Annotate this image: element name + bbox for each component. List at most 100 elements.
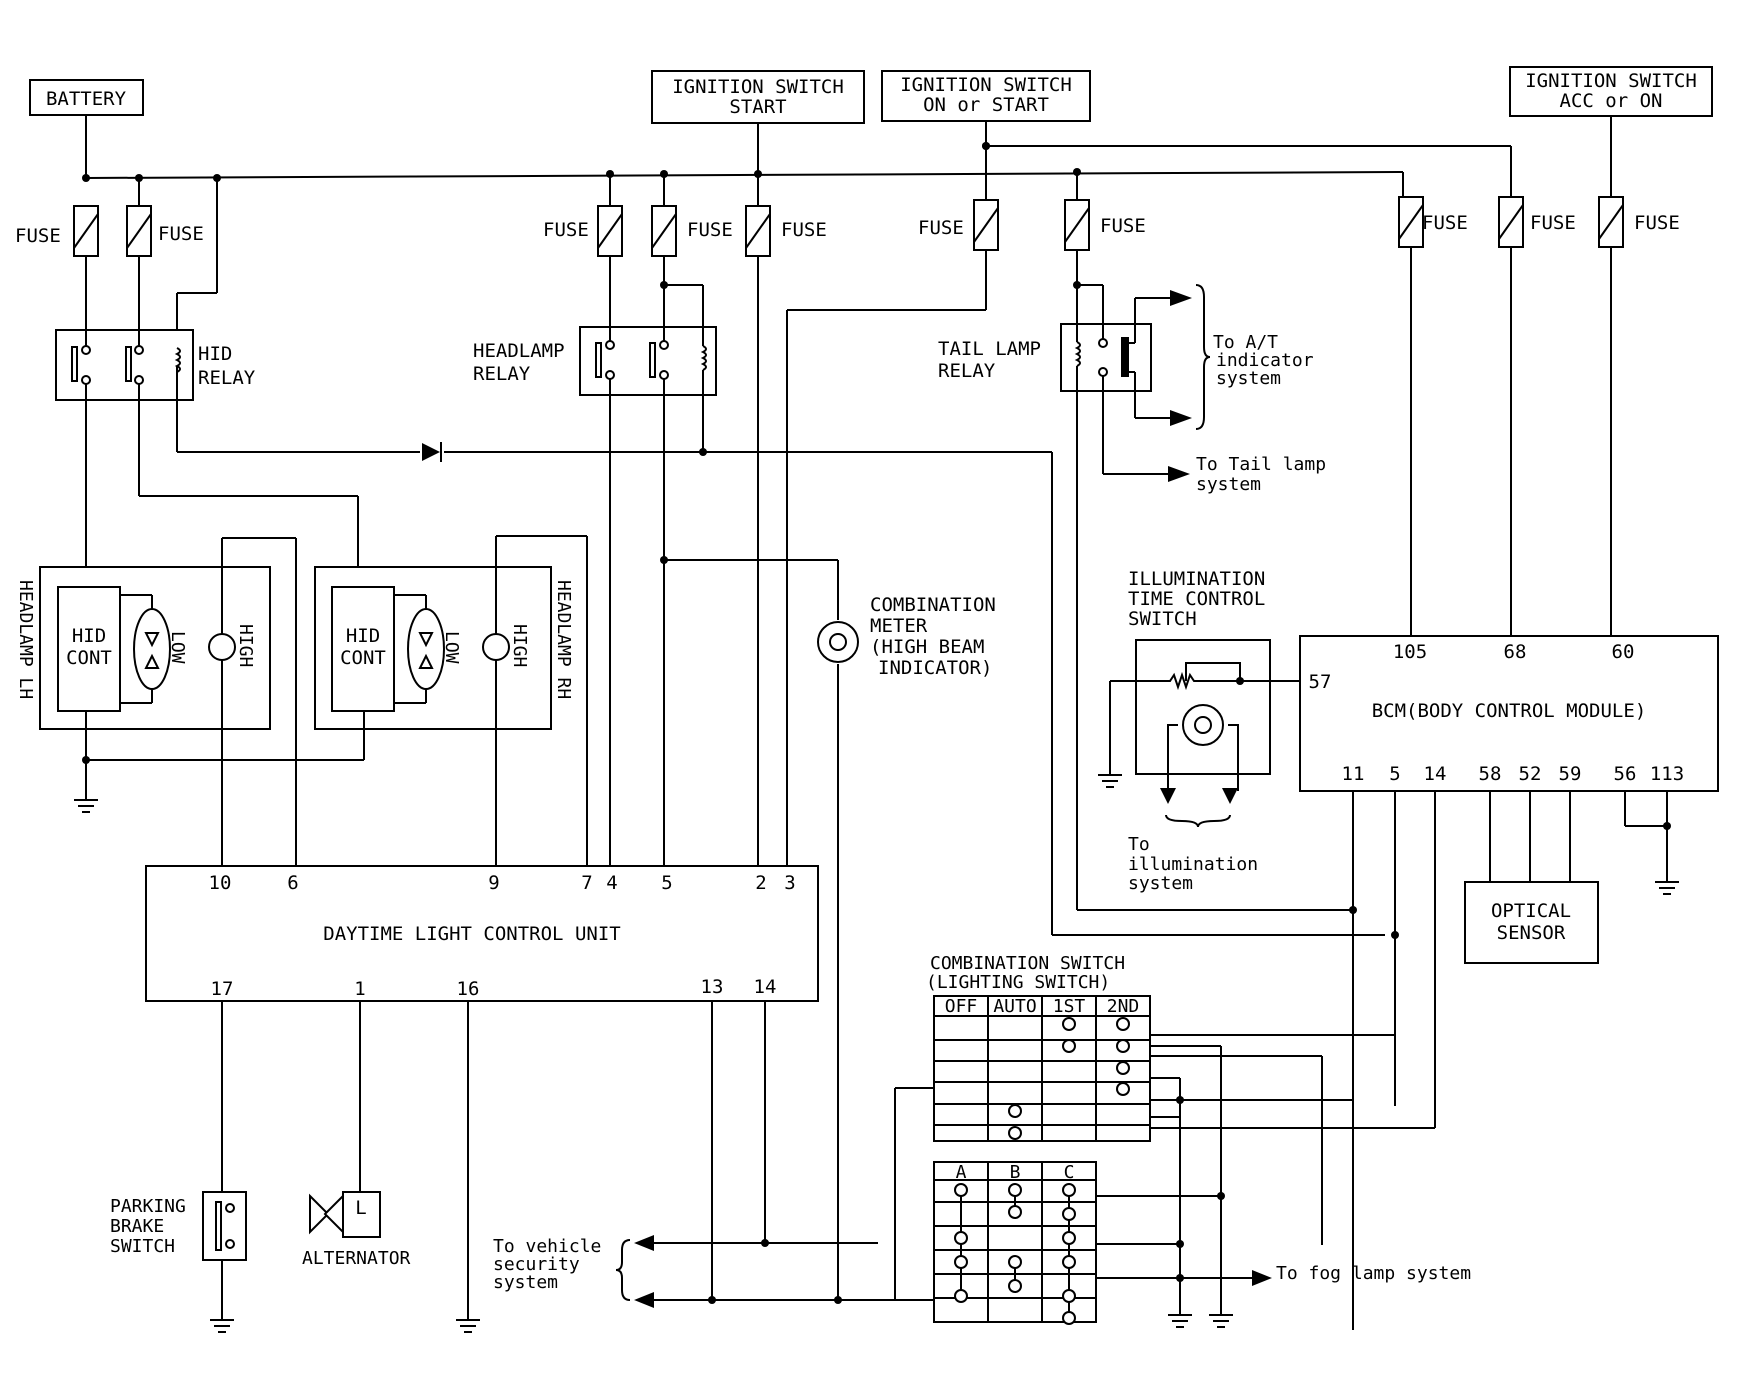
bcm-pin-59: 59 [1559, 763, 1582, 785]
headlamp-relay-label-1: HEADLAMP [473, 340, 565, 362]
battery-source: BATTERY [29, 79, 144, 116]
optical-label-2: SENSOR [1497, 922, 1566, 944]
selector-switch-table: A B C [933, 1161, 1097, 1325]
fuse-7: FUSE [1064, 199, 1146, 251]
ignition-start-label-1: IGNITION SWITCH [672, 76, 844, 98]
note-illum-3: system [1128, 873, 1193, 894]
bcm-pin-5: 5 [1389, 763, 1400, 785]
dlcu-pin-1: 1 [354, 978, 365, 1000]
daytime-light-control-unit: DAYTIME LIGHT CONTROL UNIT 10 6 9 7 4 5 … [145, 865, 819, 1002]
rh-high-label: HIGH [509, 624, 530, 667]
note-at-2: indicator [1216, 350, 1314, 371]
ignition-on-label-1: IGNITION SWITCH [900, 74, 1072, 96]
fuse-label-5: FUSE [781, 219, 827, 241]
combo-col-1st: 1ST [1053, 996, 1086, 1017]
ignition-start-label-2: START [729, 96, 786, 118]
ignition-on-label-2: ON or START [923, 94, 1049, 116]
bcm-pin-105: 105 [1393, 641, 1427, 663]
headlamp-wires [74, 535, 588, 866]
selector-col-b: B [1010, 1162, 1021, 1183]
dlcu-pin-7: 7 [581, 872, 592, 894]
bcm-pin-52: 52 [1519, 763, 1542, 785]
relay-wires [85, 142, 1385, 1300]
fuse-8: FUSE [1398, 196, 1468, 248]
lighting-switch-table: OFF AUTO 1ST 2ND [933, 995, 1151, 1142]
dlcu-pin-16: 16 [457, 978, 480, 1000]
dlcu-pin-5: 5 [661, 872, 672, 894]
bcm-pin-57: 57 [1309, 671, 1332, 693]
fuse-label-9: FUSE [1530, 212, 1576, 234]
illumination-time-control-switch: ILLUMINATION TIME CONTROL SWITCH [1098, 568, 1300, 828]
dlcu-title: DAYTIME LIGHT CONTROL UNIT [323, 923, 620, 945]
headlamp-lh: HID CONT LOW HIGH HEADLAMP LH [15, 566, 271, 730]
hid-relay-label-1: HID [198, 343, 232, 365]
headlamp-lh-label: HEADLAMP LH [15, 580, 36, 699]
fuse-label-2: FUSE [158, 223, 204, 245]
note-vehicle-2: security [493, 1254, 580, 1275]
dlcu-pin-9: 9 [488, 872, 499, 894]
meter-label-3: (HIGH BEAM [870, 636, 984, 658]
note-fog: To fog lamp system [1276, 1263, 1471, 1284]
tail-relay-label-1: TAIL LAMP [938, 338, 1041, 360]
lh-low-label: LOW [167, 631, 188, 664]
note-at-1: To A/T [1213, 332, 1278, 353]
parking-brake-switch: PARKING BRAKE SWITCH [110, 1191, 247, 1261]
fuse-label-1: FUSE [15, 225, 61, 247]
dlcu-pin-3: 3 [784, 872, 795, 894]
fuses: FUSE FUSE FUSE FUSE FUSE FUSE [15, 196, 1680, 257]
combo-label-1: COMBINATION SWITCH [930, 953, 1125, 974]
fuse-9: FUSE [1498, 196, 1576, 248]
fuse-2: FUSE [126, 205, 204, 257]
ignition-acc-label-2: ACC or ON [1560, 90, 1663, 112]
fuse-label-3: FUSE [543, 219, 589, 241]
meter-label-1: COMBINATION [870, 594, 996, 616]
dlcu-bottom-wires [210, 1001, 898, 1333]
bcm-pin-60: 60 [1612, 641, 1635, 663]
fuse-10: FUSE [1598, 196, 1680, 248]
fuse-6: FUSE [918, 199, 999, 251]
combination-switch: COMBINATION SWITCH (LIGHTING SWITCH) OFF… [926, 953, 1151, 1325]
combo-col-off: OFF [945, 996, 978, 1017]
tail-lamp-relay: TAIL LAMP RELAY [938, 323, 1152, 392]
combo-label-2: (LIGHTING SWITCH) [926, 972, 1110, 993]
note-vehicle-1: To vehicle [493, 1236, 601, 1257]
note-at-3: system [1216, 368, 1281, 389]
headlamp-relay-label-2: RELAY [473, 363, 531, 385]
dlcu-pin-13: 13 [701, 976, 724, 998]
dlcu-pin-10: 10 [209, 872, 232, 894]
fuse-5: FUSE [745, 205, 827, 257]
alternator-symbol: L [355, 1197, 366, 1219]
alternator-label: ALTERNATOR [302, 1248, 411, 1269]
combo-col-auto: AUTO [993, 996, 1036, 1017]
selector-col-c: C [1064, 1162, 1075, 1183]
fuse-3: FUSE [543, 205, 623, 257]
combination-switch-wires [894, 935, 1435, 1328]
fuse-label-8: FUSE [1422, 212, 1468, 234]
fuse-label-6: FUSE [918, 217, 964, 239]
dlcu-pin-4: 4 [606, 872, 617, 894]
bcm-pin-11: 11 [1342, 763, 1365, 785]
illum-switch-label-1: ILLUMINATION [1128, 568, 1265, 590]
ignition-on-source: IGNITION SWITCH ON or START [881, 70, 1091, 122]
ignition-acc-label-1: IGNITION SWITCH [1525, 70, 1697, 92]
bcm: BCM(BODY CONTROL MODULE) 105 68 60 57 11… [1299, 635, 1719, 792]
fuse-label-10: FUSE [1634, 212, 1680, 234]
tail-relay-label-2: RELAY [938, 360, 996, 382]
dlcu-pin-17: 17 [211, 978, 234, 1000]
fuse-1: FUSE [15, 205, 99, 257]
alternator: L ALTERNATOR [302, 1191, 411, 1269]
system-notes: To A/T indicator system To Tail lamp sys… [493, 332, 1471, 1293]
note-illum-1: To [1128, 834, 1150, 855]
meter-label-2: METER [870, 615, 928, 637]
selector-col-a: A [956, 1162, 967, 1183]
hid-relay: HID RELAY [55, 329, 256, 401]
hid-cont-rh-label-1: HID [346, 625, 380, 647]
bcm-pin-14: 14 [1424, 763, 1447, 785]
illum-switch-label-2: TIME CONTROL [1128, 588, 1265, 610]
bcm-pin-68: 68 [1504, 641, 1527, 663]
hid-relay-label-2: RELAY [198, 367, 256, 389]
power-bus-wires [82, 115, 1612, 330]
note-tail-1: To Tail lamp [1196, 454, 1326, 475]
fuse-label-4: FUSE [687, 219, 733, 241]
